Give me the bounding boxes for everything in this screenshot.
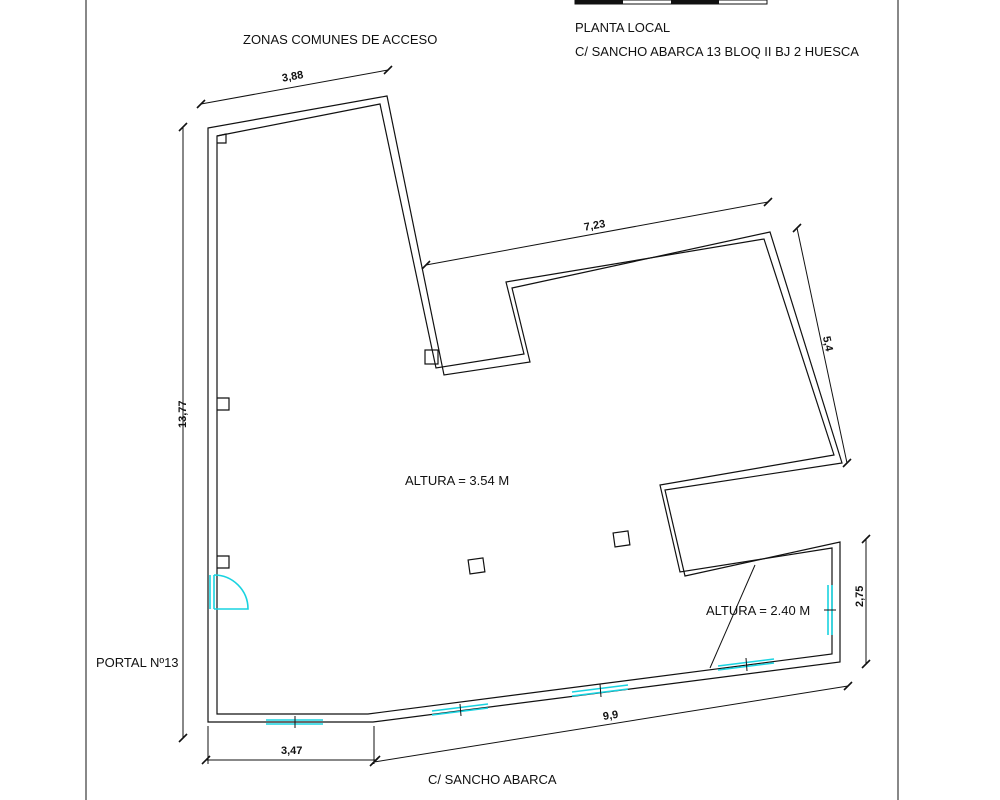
window-bottom-3 [571,683,629,698]
height-main-label: ALTURA = 3.54 M [405,473,509,488]
height-division-line [709,564,756,669]
wall-notch-mid [217,397,230,411]
inner-wall [216,103,835,715]
entrance-door [209,574,249,610]
dim-right-text: 5,4 [820,335,835,353]
window-bottom-4 [717,657,775,672]
dim-line-right-small [861,534,871,669]
dim-line-bottom-right [369,681,853,767]
top-zone-label: ZONAS COMUNES DE ACCESO [243,32,437,47]
scale-bar [574,0,768,5]
column-2 [467,557,486,575]
window-right [824,585,836,635]
window-bottom-left [266,716,323,728]
dim-line-upper [421,197,773,270]
dim-line-top [196,65,393,109]
window-bottom-2 [431,703,489,717]
dim-bottom-right-text: 9,9 [602,709,619,723]
street-label: C/ SANCHO ABARCA [428,772,557,787]
dim-line-bottom-left [201,726,381,765]
dim-bottom-left-text: 3,47 [281,745,302,757]
column-1 [424,349,439,365]
column-3 [612,530,631,548]
outer-wall [207,95,843,723]
dim-line-right [792,223,852,468]
dim-top-text: 3,88 [281,69,304,85]
wall-notch-low [217,555,230,569]
dim-right-small-text: 2,75 [854,586,866,607]
wall-notch-top [216,133,227,144]
height-low-label: ALTURA = 2.40 M [706,603,810,618]
dim-left-text: 13,77 [177,400,189,428]
portal-label: PORTAL Nº13 [96,655,179,670]
dim-upper-text: 7,23 [583,218,606,234]
address-label: C/ SANCHO ABARCA 13 BLOQ II BJ 2 HUESCA [575,44,859,59]
dim-line-left [178,122,188,743]
plan-title: PLANTA LOCAL [575,20,670,35]
